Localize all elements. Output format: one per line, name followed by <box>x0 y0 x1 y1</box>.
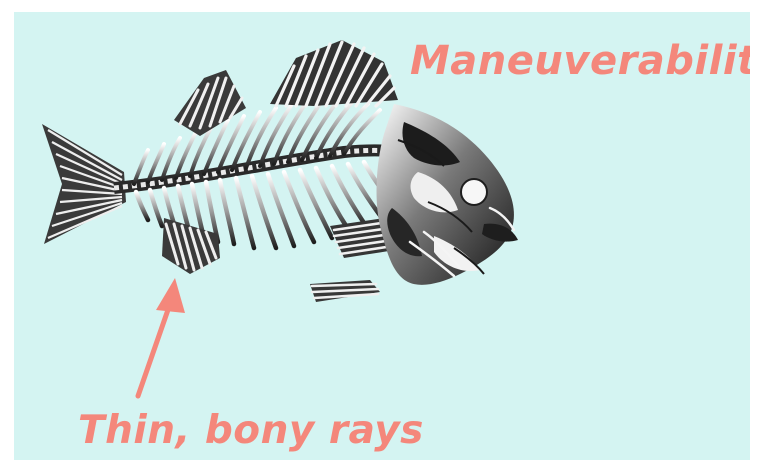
slide-frame: Maneuverability Thin, bony rays <box>14 12 750 460</box>
spiny-dorsal-fin <box>270 40 398 106</box>
skull <box>377 104 518 285</box>
tail-fin <box>42 124 126 244</box>
rear-dorsal-fin <box>174 70 246 136</box>
arrow-up-icon <box>138 278 185 396</box>
thin-bony-rays-label: Thin, bony rays <box>78 408 424 453</box>
anal-fin <box>162 218 220 274</box>
maneuverability-label: Maneuverability <box>410 38 750 84</box>
pelvic-fin <box>310 280 380 302</box>
